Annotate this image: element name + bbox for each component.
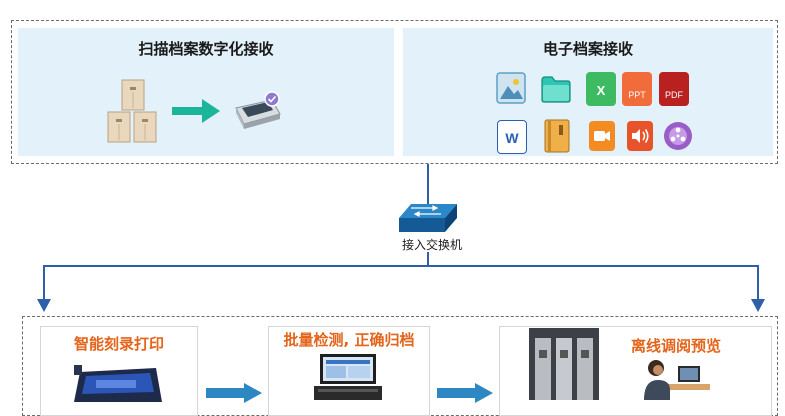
disc-burner-icon (74, 365, 162, 402)
uplink-line (427, 164, 429, 204)
folder-icon (540, 74, 572, 108)
flow-arrow-1 (206, 383, 262, 403)
scan-archive-panel: 扫描档案数字化接收 (18, 28, 394, 156)
archive-boxes-icon (107, 79, 157, 143)
left-drop-line (43, 265, 45, 301)
video-file-icon (588, 120, 616, 156)
batch-check-title: 批量检测, 正确归档 (283, 331, 415, 349)
top-container (11, 20, 778, 164)
word-file-icon: W (497, 120, 527, 154)
storage-cabinet-icon (529, 328, 599, 400)
switch-downlink (427, 252, 429, 266)
network-switch-icon (399, 204, 457, 232)
distribution-line (43, 265, 759, 267)
audio-file-icon (626, 120, 654, 156)
pdf-file-icon: PDF (659, 72, 689, 106)
scanner-icon (235, 91, 281, 129)
ppt-file-icon: PPT (622, 72, 652, 106)
electronic-archive-title: 电子档案接收 (542, 40, 633, 58)
right-arrowhead (751, 299, 765, 312)
switch-label: 接入交换机 (401, 238, 462, 252)
user-at-desk-icon (644, 360, 710, 400)
archive-file-icon (544, 119, 570, 157)
image-file-icon (496, 72, 526, 108)
workstation-icon (314, 354, 382, 400)
flow-arrow-2 (437, 383, 493, 403)
right-drop-line (757, 265, 759, 301)
scan-archive-title: 扫描档案数字化接收 (138, 40, 274, 58)
scan-arrow-icon (172, 99, 220, 123)
media-disc-icon (663, 120, 693, 156)
left-arrowhead (37, 299, 51, 312)
offline-preview-title: 离线调阅预览 (630, 337, 721, 355)
excel-file-icon: X (586, 72, 616, 106)
disc-burning-title: 智能刻录打印 (73, 335, 164, 353)
